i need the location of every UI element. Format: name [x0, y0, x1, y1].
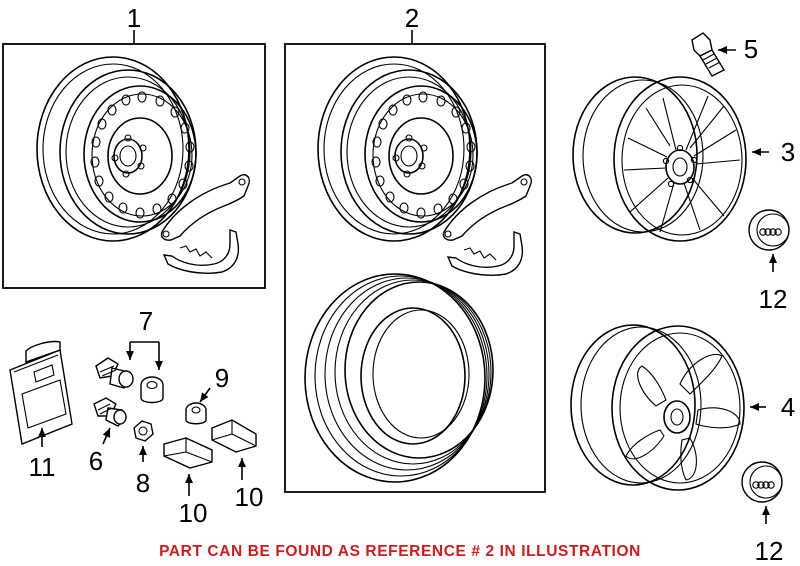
steel-wheel-1 [36, 56, 197, 242]
callout-11: 11 [29, 452, 56, 482]
alloy-wheel-3: 3 [572, 76, 795, 242]
wheel-spacer-7 [140, 376, 164, 404]
group-1-spare-wheel-kit: 1 [2, 3, 266, 289]
lug-nut-8: 8 [133, 420, 154, 498]
clip-10-left: 10 [163, 437, 213, 528]
callout-3: 3 [781, 137, 795, 167]
callout-10-right: 10 [235, 482, 264, 512]
group-2-frame [284, 43, 546, 493]
callout-4: 4 [781, 392, 795, 422]
group-1-frame [2, 43, 266, 289]
info-card: 11 [9, 340, 73, 482]
callout-6: 6 [89, 446, 103, 476]
item-7-group: 7 [95, 306, 164, 404]
callout-8: 8 [136, 468, 150, 498]
spare-wheel-bracket-1 [160, 174, 250, 274]
clip-10-right: 10 [211, 419, 264, 512]
callout-12-lower: 12 [755, 536, 784, 566]
callout-7: 7 [139, 306, 153, 336]
callout-12-upper: 12 [759, 284, 788, 314]
wheel-bolt-6: 6 [89, 397, 127, 476]
callout-6-leader [102, 427, 111, 445]
valve-nut-9: 9 [185, 363, 229, 425]
reference-note: PART CAN BE FOUND AS REFERENCE # 2 IN IL… [159, 543, 641, 560]
callout-9: 9 [215, 363, 229, 393]
steel-wheel-2 [317, 56, 478, 242]
wheel-bolt-7 [95, 357, 134, 389]
spare-tire [304, 273, 494, 483]
callout-10-left: 10 [179, 498, 208, 528]
lug-bolt: 5 [691, 32, 758, 77]
spare-wheel-bracket-2 [442, 174, 532, 276]
alloy-wheel-4: 4 [570, 324, 795, 491]
center-cap-lower: 12 [741, 461, 784, 566]
callout-5: 5 [744, 34, 758, 64]
callout-2: 2 [405, 3, 419, 33]
callout-9-leader [199, 387, 211, 403]
group-2-spare-wheel-with-tire: 2 [284, 3, 546, 493]
center-cap-upper: 12 [748, 209, 790, 314]
callout-1: 1 [127, 3, 141, 33]
